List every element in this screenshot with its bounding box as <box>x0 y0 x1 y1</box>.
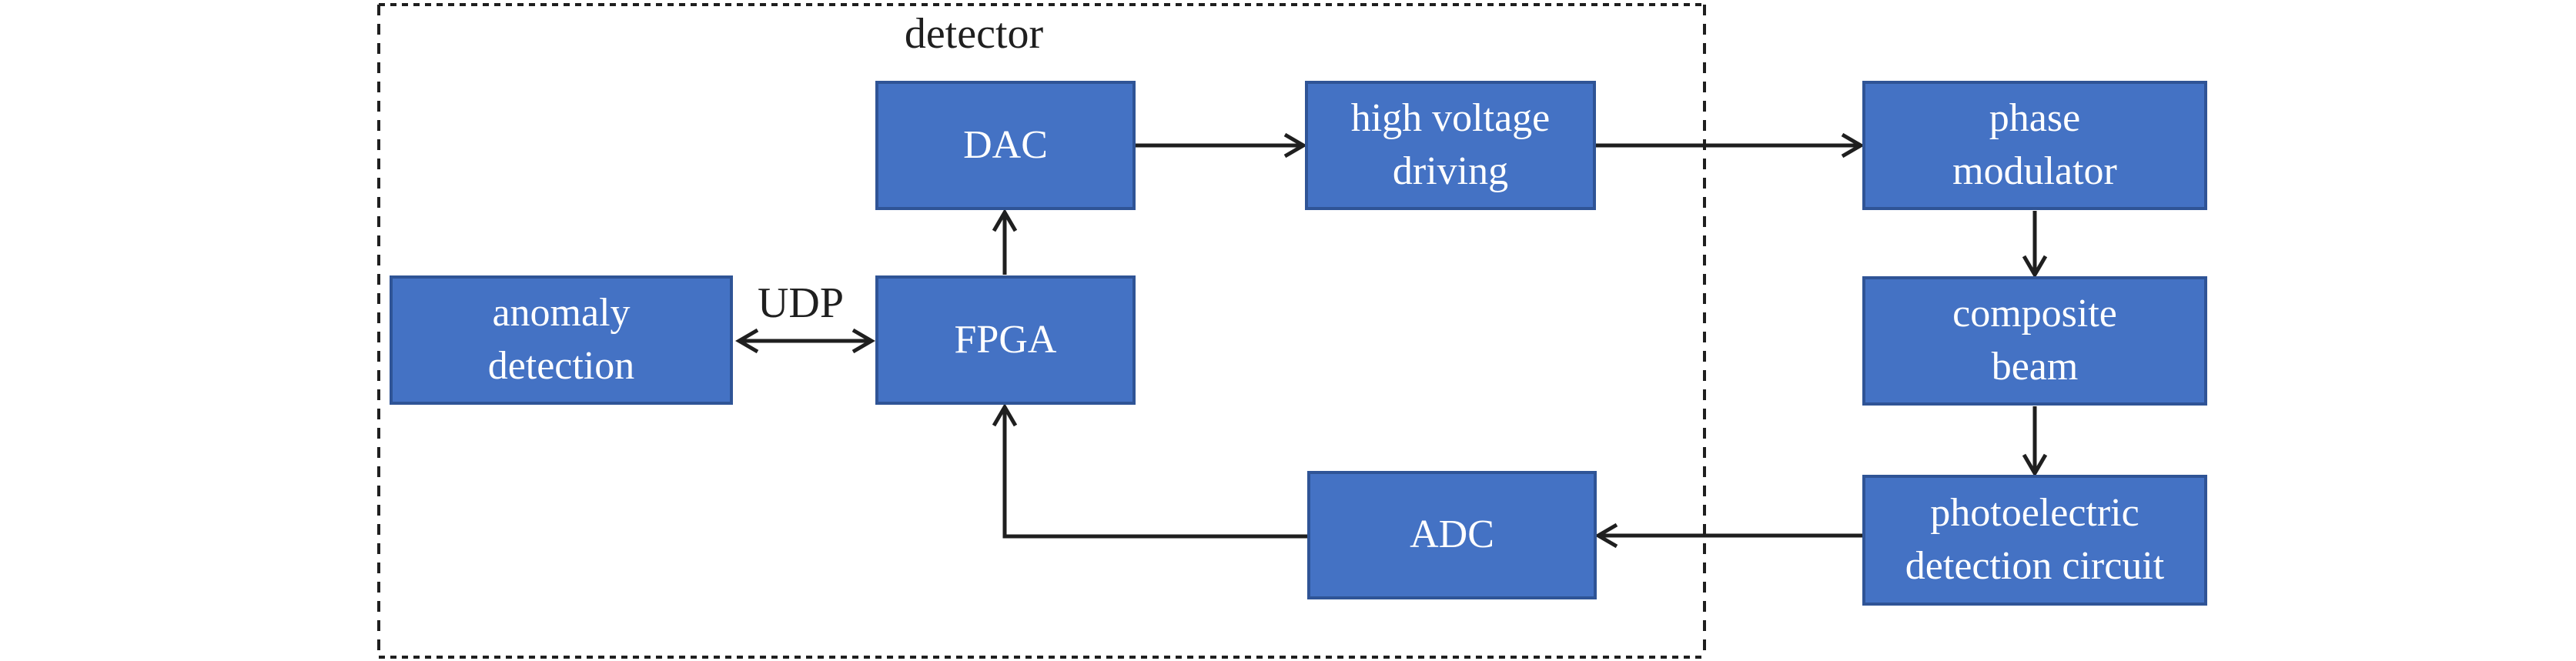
node-adc: ADC <box>1307 471 1597 599</box>
node-composite-beam: composite beam <box>1862 276 2207 406</box>
udp-edge-label: UDP <box>757 279 845 327</box>
node-high-voltage-driving: high voltage driving <box>1305 81 1596 210</box>
node-dac: DAC <box>875 81 1136 210</box>
node-fpga: FPGA <box>875 275 1136 405</box>
arrow-adc-to-fpga-elbow <box>992 403 1307 539</box>
node-photoelectric-detection-circuit: photoelectric detection circuit <box>1862 475 2207 606</box>
node-phase-modulator: phase modulator <box>1862 81 2207 210</box>
node-anomaly-detection: anomaly detection <box>390 275 733 405</box>
detector-region-label: detector <box>904 10 1044 58</box>
